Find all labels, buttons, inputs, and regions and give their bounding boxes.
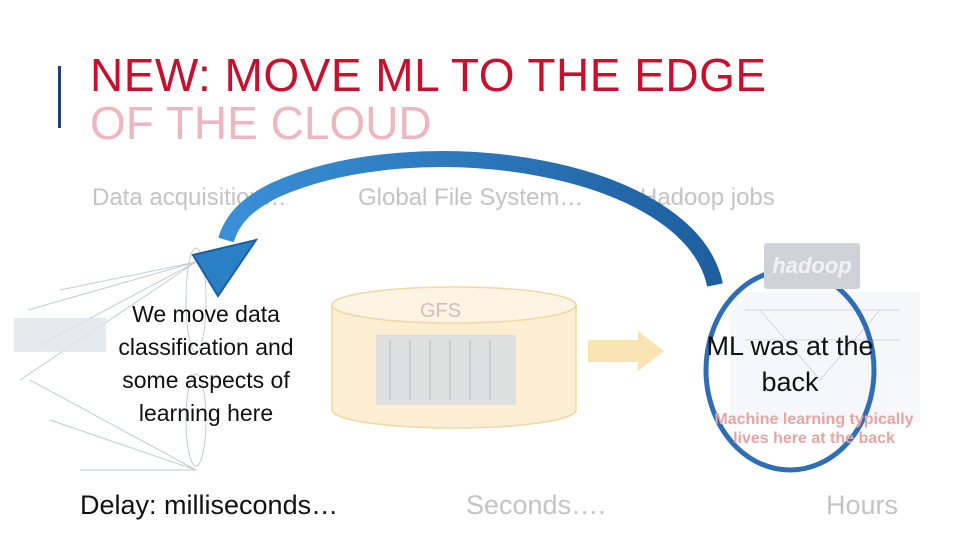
ml-typical-location-note: Machine learning typically lives here at…	[714, 411, 914, 447]
edge-classification-note: We move data classification and some asp…	[118, 301, 294, 426]
arc-arrow-head	[191, 238, 259, 298]
delay-hours: Hours	[826, 490, 899, 520]
hadoop-logo-text: hadoop	[772, 253, 852, 278]
city-photo-placeholder	[14, 318, 106, 352]
hadoop-logo: hadoop	[764, 243, 860, 289]
stage-global-file-system: Global File System…	[358, 184, 584, 211]
sensor-network-lines	[19, 247, 207, 471]
ml-was-at-back-note: ML was at the back	[706, 331, 874, 397]
slide-title-line1: NEW: MOVE ML TO THE EDGE	[90, 49, 767, 101]
slide-title-line2: OF THE CLOUD	[90, 100, 432, 142]
move-ml-arc-arrow	[218, 151, 723, 287]
delay-seconds: Seconds….	[466, 490, 606, 520]
server-rack-photo	[376, 335, 516, 405]
title-accent-bar	[58, 66, 61, 128]
delay-milliseconds: Delay: milliseconds…	[80, 490, 339, 520]
hadoop-cluster-diagram	[730, 292, 920, 422]
flow-arrow-to-hadoop	[588, 331, 664, 371]
gfs-cylinder	[331, 286, 577, 429]
gfs-label: GFS	[420, 300, 462, 322]
